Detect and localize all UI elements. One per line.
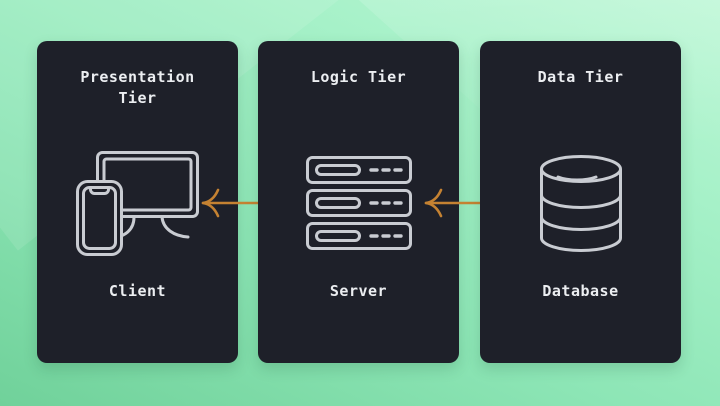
panel-data-tier: Data Tier Database: [480, 41, 681, 363]
panel-label: Server: [329, 282, 388, 300]
client-devices-icon: [75, 150, 200, 256]
panel-label: Database: [542, 282, 619, 300]
panel-title: Presentation Tier: [80, 68, 195, 107]
panel-title: Data Tier: [537, 68, 624, 86]
server-rack-icon: [305, 156, 412, 250]
panel-label: Client: [108, 282, 167, 300]
database-icon: [538, 154, 624, 252]
panel-title: Logic Tier: [310, 68, 407, 86]
